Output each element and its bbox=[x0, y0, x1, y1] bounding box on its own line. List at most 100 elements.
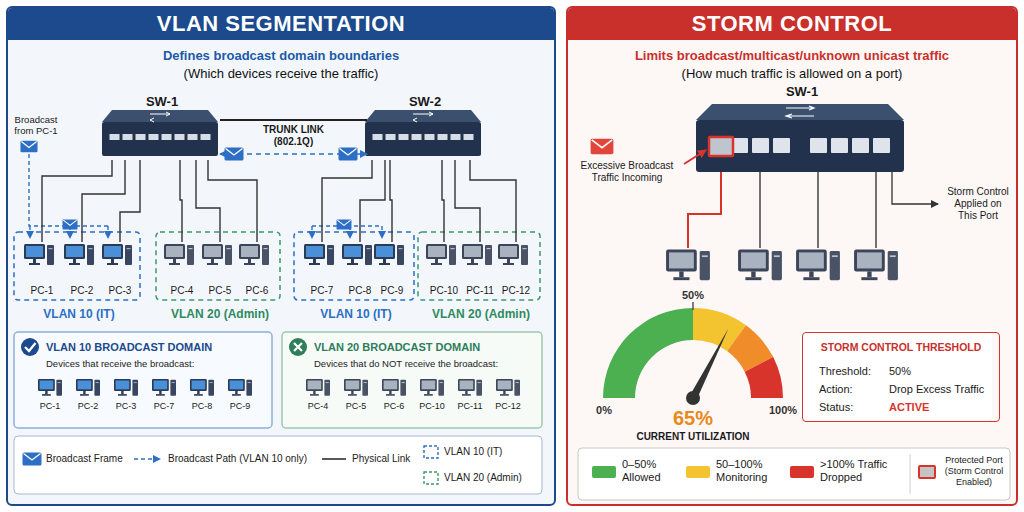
legend-text: 50–100% Monitoring bbox=[716, 458, 784, 484]
vlan-group: VLAN 20 (Admin)PC-10PC-11PC-12 bbox=[420, 234, 542, 302]
node-text: VLAN SEGMENTATION bbox=[8, 8, 554, 40]
node-text: VLAN 10 (IT) bbox=[6, 307, 156, 321]
pc-label: PC-7 bbox=[146, 401, 182, 411]
drawing-rect bbox=[282, 332, 542, 428]
node-text: VLAN 10 (IT) bbox=[282, 307, 430, 321]
note-label: 0% bbox=[590, 404, 618, 416]
drawing-path bbox=[684, 150, 706, 164]
link-line bbox=[470, 160, 516, 242]
pc-label: PC-11 bbox=[452, 401, 488, 411]
drawing-use bbox=[339, 148, 358, 161]
pc-node: PC-4 bbox=[162, 242, 202, 298]
switch-node: SW-1 bbox=[104, 94, 220, 160]
drawing-polygon bbox=[689, 329, 728, 400]
node-text: PC-12 bbox=[492, 285, 540, 296]
link-line bbox=[322, 160, 372, 242]
node-text: Status: bbox=[819, 401, 853, 413]
drawing-use bbox=[458, 379, 482, 396]
drawing-path bbox=[322, 458, 346, 460]
drawing-path bbox=[760, 172, 876, 248]
node-text: SW-1 bbox=[104, 94, 220, 109]
drawing-use bbox=[496, 379, 520, 396]
drawing-rect bbox=[14, 332, 272, 428]
vlan-group-outline bbox=[14, 232, 540, 300]
drawing-path bbox=[603, 308, 693, 398]
node-text: PC-7 bbox=[298, 285, 346, 296]
drawing-use bbox=[462, 244, 492, 265]
drawing-use bbox=[202, 244, 232, 265]
link-line bbox=[42, 160, 112, 242]
drawing-rect bbox=[566, 6, 1018, 506]
pc-node: PC-2 bbox=[62, 242, 102, 298]
drawing-rect bbox=[365, 122, 481, 156]
drawing-use bbox=[420, 379, 444, 396]
node-text: PC-5 bbox=[196, 285, 244, 296]
drawing-use bbox=[854, 249, 898, 280]
drawing-rect bbox=[371, 133, 475, 141]
legend-swatch bbox=[918, 465, 936, 479]
note-label: 65% bbox=[643, 407, 743, 430]
node-text: PC-4 bbox=[158, 285, 206, 296]
drawing-path bbox=[745, 357, 783, 398]
switch-node: SW-2 bbox=[367, 94, 483, 160]
vlan-group: VLAN 10 (IT)PC-7PC-8PC-9 bbox=[296, 234, 416, 302]
link-line bbox=[442, 160, 444, 242]
pc-icon bbox=[24, 244, 528, 265]
drawing-use bbox=[76, 379, 100, 396]
drawing-rect bbox=[424, 472, 438, 484]
drawing-use bbox=[38, 379, 62, 396]
drawing-use bbox=[102, 244, 132, 265]
drawing-use bbox=[498, 244, 528, 265]
pc-label: PC-9 bbox=[222, 401, 258, 411]
drawing-use bbox=[304, 244, 334, 265]
link-line bbox=[455, 160, 480, 242]
drawing-circle bbox=[686, 391, 700, 405]
pc-node: PC-9 bbox=[372, 242, 412, 298]
node-text: Devices that do NOT receive the broadcas… bbox=[314, 358, 498, 369]
pc-label: PC-12 bbox=[490, 401, 526, 411]
node-text: 50% bbox=[889, 365, 911, 377]
drawing-rect bbox=[6, 6, 556, 506]
drawing-circle bbox=[289, 338, 307, 356]
node-text: PC-8 bbox=[336, 285, 384, 296]
link-line bbox=[390, 160, 392, 242]
pc-node: PC-5 bbox=[200, 242, 240, 298]
pc-label: PC-1 bbox=[32, 401, 68, 411]
storm-panel: STORM CONTROLLimits broadcast/multicast/… bbox=[566, 6, 1018, 506]
note-label: Broadcast from PC-1 bbox=[8, 114, 64, 136]
node-text: (How much traffic is allowed on a port) bbox=[568, 66, 1016, 81]
node-text: PC-2 bbox=[58, 285, 106, 296]
node-text: PC-6 bbox=[233, 285, 281, 296]
drawing-path bbox=[29, 154, 110, 226]
vlan-panel: VLAN SEGMENTATION Defines broadcast domai… bbox=[6, 6, 556, 506]
drawing-use bbox=[23, 453, 42, 466]
node-text: VLAN 20 (Admin) bbox=[144, 307, 296, 321]
drawing-path bbox=[688, 172, 721, 248]
node-text: PC-11 bbox=[456, 285, 504, 296]
link-line bbox=[360, 160, 385, 242]
drawing-use bbox=[24, 244, 54, 265]
link-line bbox=[120, 160, 140, 242]
legend-text: VLAN 20 (Admin) bbox=[444, 472, 539, 484]
drawing-rect bbox=[156, 232, 280, 300]
note-label: Storm Control Applied on This Port bbox=[944, 186, 1012, 222]
node-text: Defines broadcast domain boundaries bbox=[8, 48, 554, 63]
drawing-use bbox=[239, 244, 269, 265]
drawing-path bbox=[381, 226, 382, 238]
pc-label: PC-10 bbox=[414, 401, 450, 411]
node-text: Drop Excess Traffic bbox=[889, 383, 984, 395]
panel-grounds bbox=[6, 6, 1018, 506]
drawing-path bbox=[294, 343, 302, 351]
node-text: SW-2 bbox=[367, 94, 483, 109]
drawing-use bbox=[228, 379, 252, 396]
drawing-use bbox=[666, 249, 710, 280]
drawing-path bbox=[892, 172, 938, 204]
legend-sample bbox=[23, 446, 439, 484]
drawing-rect bbox=[709, 137, 733, 156]
node-text: STORM CONTROL THRESHOLD bbox=[803, 341, 999, 353]
legend-swatch bbox=[686, 466, 710, 478]
drawing-use bbox=[591, 139, 614, 155]
pc-label: PC-5 bbox=[338, 401, 374, 411]
drawing-polygon bbox=[102, 110, 218, 122]
